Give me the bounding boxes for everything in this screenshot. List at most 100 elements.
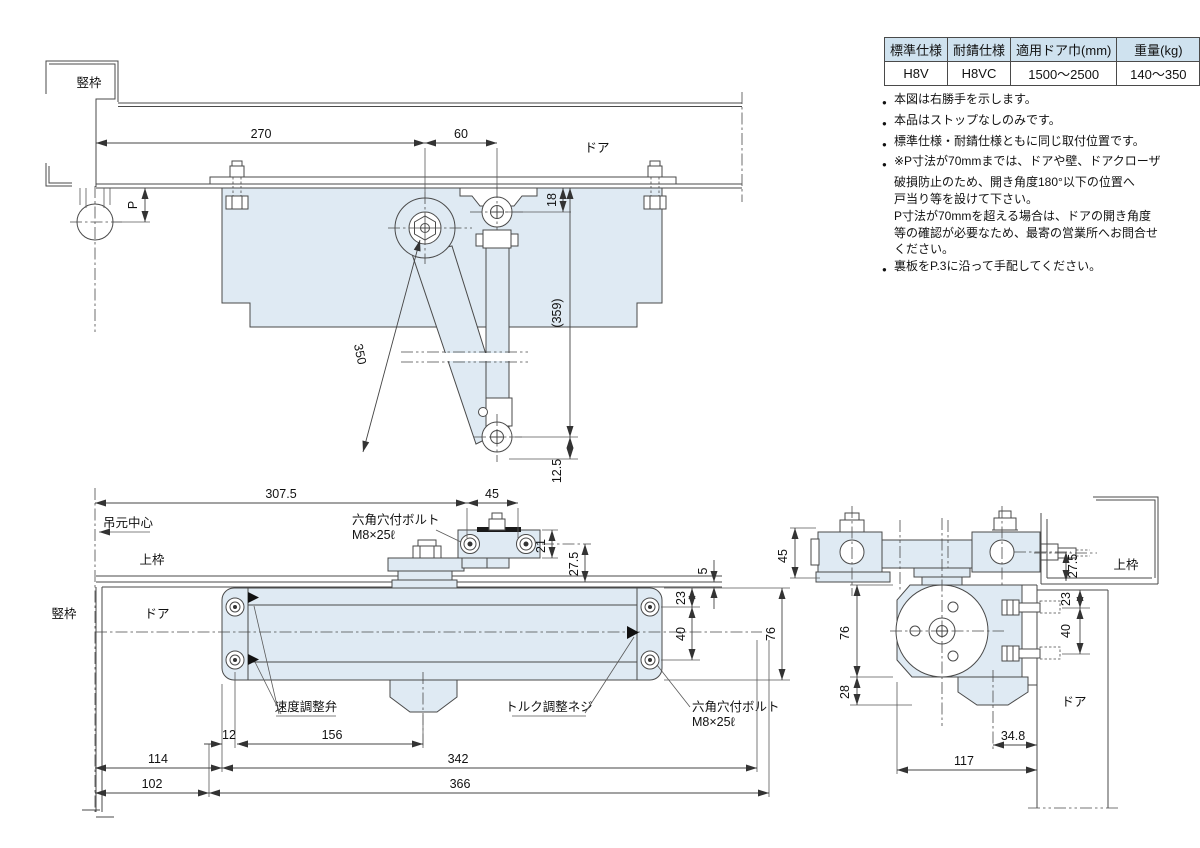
note-bullet: ● bbox=[882, 118, 887, 128]
note-text: 標準仕様・耐錆仕様ともに同じ取付位置です。 bbox=[894, 133, 1145, 148]
note-text: 本図は右勝手を示します。 bbox=[894, 92, 1037, 106]
mounting-plate-plan bbox=[209, 176, 677, 185]
dim-117-label: 117 bbox=[954, 754, 974, 768]
spec-value-door-width: 1500〜2500 bbox=[1010, 61, 1118, 86]
note-line: ● 本図は右勝手を示します。 bbox=[882, 91, 1192, 112]
note-text: 裏板をP.3に沿って手配してください。 bbox=[894, 259, 1102, 274]
dim-p-label: P bbox=[126, 201, 140, 209]
dim-28-label: 28 bbox=[838, 685, 852, 699]
dim-5-label: 5 bbox=[696, 567, 710, 574]
note-line: ●裏板をP.3に沿って手配してください。 bbox=[882, 258, 1192, 279]
hinge-knuckle bbox=[70, 186, 122, 332]
dim-12-label: 12 bbox=[222, 728, 236, 742]
spec-value-weight: 140〜350 bbox=[1116, 61, 1200, 86]
body-inner-lines bbox=[247, 588, 638, 680]
spec-header-standard: 標準仕様 bbox=[883, 37, 949, 62]
label-torque-screw: トルク調整ネジ bbox=[505, 699, 593, 714]
note-line: 破損防止のため、開き角度180°以下の位置へ bbox=[882, 174, 1192, 191]
spec-header-rustproof: 耐錆仕様 bbox=[947, 37, 1012, 62]
side-view-dimensions: 45 27.5 23 40 76 28 34.8 117 bbox=[776, 527, 1090, 774]
note-text: P寸法が70mmを超える場合は、ドアの開き角度 bbox=[894, 208, 1151, 223]
dim-45-label-front: 45 bbox=[485, 487, 499, 501]
dim-359-label: (359) bbox=[550, 298, 564, 327]
front-elevation-view: 吊元中心 六角穴付ボルト M8×25ℓ 上枠 竪枠 ドア 307.5 45 21… bbox=[51, 487, 790, 818]
spec-table: 標準仕様 耐錆仕様 適用ドア巾(mm) 重量(kg) H8V H8VC 1500… bbox=[883, 37, 1200, 86]
dim-366-label: 366 bbox=[450, 777, 471, 791]
spindle-and-arm bbox=[387, 539, 510, 589]
label-tatewaku-top: 竪枠 bbox=[76, 76, 102, 90]
door-edge-line bbox=[96, 183, 742, 189]
dim-60-label: 60 bbox=[454, 127, 468, 141]
label-speed-valve: 速度調整弁 bbox=[275, 699, 338, 714]
label-hex-bolt-bottom: 六角穴付ボルト bbox=[692, 699, 780, 714]
dim-27-5-label-side: 27.5 bbox=[1066, 554, 1080, 578]
note-bullet bbox=[882, 191, 894, 208]
adjustment-valve-pointers bbox=[248, 592, 639, 665]
break-mark bbox=[82, 809, 114, 818]
top-bracket bbox=[457, 512, 541, 559]
spec-value-standard: H8V bbox=[883, 61, 949, 86]
back-plate-side bbox=[1021, 584, 1038, 686]
elbow-joint bbox=[474, 397, 522, 462]
note-bullet bbox=[882, 225, 894, 242]
dim-114-label: 114 bbox=[148, 752, 168, 766]
dim-102-label: 102 bbox=[142, 777, 163, 791]
note-text: ください。 bbox=[894, 242, 955, 257]
note-bullet bbox=[882, 174, 894, 191]
spec-value-rustproof: H8VC bbox=[947, 61, 1012, 86]
door-left-edge bbox=[95, 587, 103, 812]
dim-307-5-label: 307.5 bbox=[265, 487, 296, 501]
front-bottom-dimensions: 12 156 114 342 102 366 bbox=[95, 640, 770, 797]
bottom-valve-front bbox=[389, 679, 458, 713]
note-bullet: ● bbox=[882, 139, 887, 149]
label-hex-bolt-top: 六角穴付ボルト bbox=[352, 512, 440, 527]
dim-76-label-side: 76 bbox=[838, 626, 852, 640]
note-line: ください。 bbox=[882, 241, 1192, 258]
hex-bolt-top-leader bbox=[435, 529, 462, 543]
door-section bbox=[1036, 585, 1109, 808]
note-line: 等の確認が必要なため、最寄の営業所へお問合せ bbox=[882, 225, 1192, 242]
dim-18-label: 18 bbox=[545, 193, 559, 207]
note-bullet: ● bbox=[882, 98, 887, 107]
closer-body-front bbox=[221, 587, 663, 681]
dim-45-label-side: 45 bbox=[776, 549, 790, 563]
label-door-top: ドア bbox=[584, 141, 609, 155]
plate-bolt-right bbox=[643, 160, 667, 210]
dim-342-label: 342 bbox=[448, 752, 469, 766]
top-frame-section-side bbox=[1040, 496, 1159, 585]
note-line: ●※P寸法が70mmまでは、ドアや壁、ドアクローザ bbox=[882, 153, 1192, 174]
side-view: 45 27.5 23 40 76 28 34.8 117 上枠 ドア bbox=[776, 496, 1159, 809]
label-hex-bolt-top-size: M8×25ℓ bbox=[352, 528, 395, 542]
dim-21-label: 21 bbox=[534, 539, 548, 553]
label-uwawaku-front: 上枠 bbox=[139, 553, 165, 567]
note-text: 本品はストップなしのみです。 bbox=[894, 112, 1061, 127]
break-lines bbox=[401, 351, 529, 363]
arm-assembly-side bbox=[810, 506, 1097, 600]
top-view-dimensions: 270 60 18 (359) 12.5 350 P bbox=[96, 127, 578, 483]
dim-156-label: 156 bbox=[322, 728, 343, 742]
note-text: 等の確認が必要なため、最寄の営業所へお問合せ bbox=[894, 225, 1159, 240]
speed-valve-leaders bbox=[253, 605, 336, 717]
dim-23-label-front: 23 bbox=[674, 591, 688, 605]
vertical-frame-section bbox=[45, 60, 119, 187]
spec-table-value-row: H8V H8VC 1500〜2500 140〜350 bbox=[883, 61, 1200, 86]
note-line: P寸法が70mmを超える場合は、ドアの開き角度 bbox=[882, 208, 1192, 225]
label-hex-bolt-bottom-size: M8×25ℓ bbox=[692, 715, 735, 729]
torque-screw-leader bbox=[512, 636, 635, 717]
spec-table-header-row: 標準仕様 耐錆仕様 適用ドア巾(mm) 重量(kg) bbox=[883, 37, 1200, 62]
arm-bracket-plan bbox=[459, 186, 538, 249]
label-hinge-center: 吊元中心 bbox=[103, 515, 154, 530]
corner-screws bbox=[225, 597, 660, 670]
dim-27-5-label-front: 27.5 bbox=[567, 552, 581, 576]
dim-23-label-side: 23 bbox=[1059, 592, 1073, 606]
label-door-side: ドア bbox=[1061, 695, 1086, 709]
note-line: 戸当り等を設けて下さい。 bbox=[882, 191, 1192, 208]
label-door-front: ドア bbox=[144, 607, 169, 621]
label-tatewaku-front: 竪枠 bbox=[51, 607, 77, 621]
wall-line bbox=[118, 102, 742, 107]
spec-header-door-width: 適用ドア巾(mm) bbox=[1010, 37, 1118, 62]
dim-270-label: 270 bbox=[251, 127, 272, 141]
front-top-dimensions: 307.5 45 21 27.5 5 23 40 76 bbox=[95, 487, 790, 681]
note-bullet: ● bbox=[882, 160, 887, 170]
note-text: 破損防止のため、開き角度180°以下の位置へ bbox=[894, 175, 1135, 190]
